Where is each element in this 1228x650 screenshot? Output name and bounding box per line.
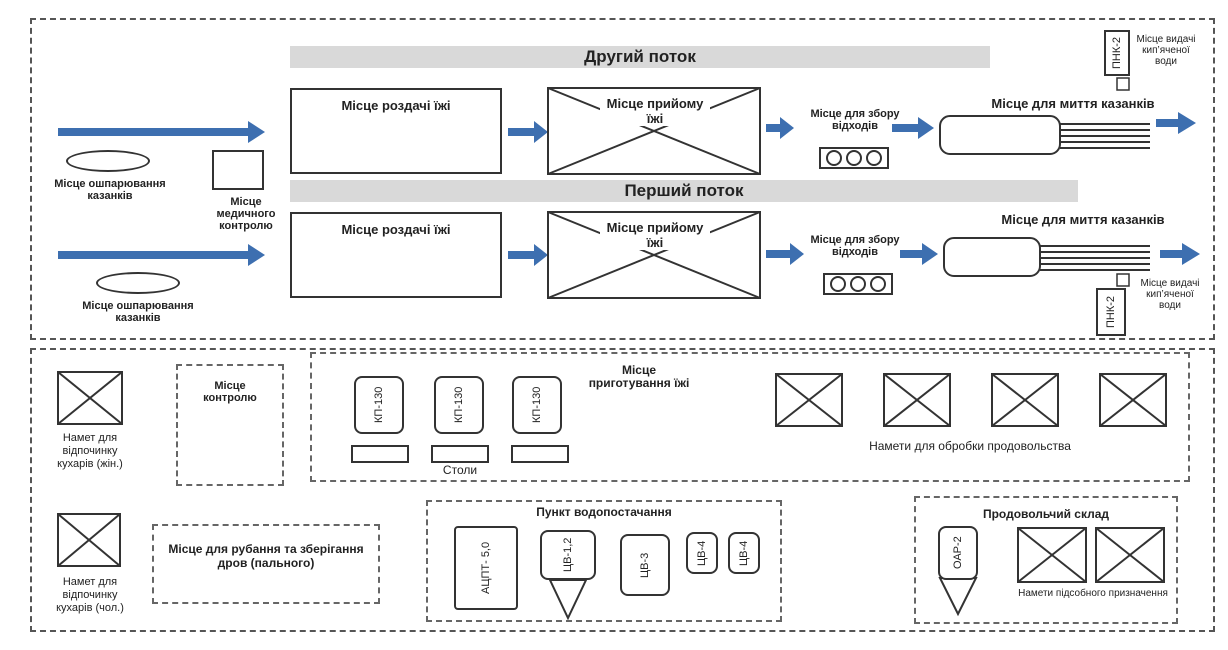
scald-ellipse-1 [66, 150, 150, 172]
cooking-label: Місце приготування їжі [588, 363, 690, 390]
tent-rest-men-label: Намет для відпочинку кухарів (чол.) [56, 576, 124, 614]
field-kitchen-2-label: КП-130 [453, 386, 465, 424]
field-kitchen-1-label: КП-130 [373, 386, 385, 424]
boiler-label-stream-2: ПНК-2 [1111, 36, 1123, 70]
field-kitchen-3-label: КП-130 [531, 386, 543, 424]
water-unit-4b-label: ЦВ-4 [738, 540, 750, 566]
water-unit-4b: ЦВ-4 [728, 532, 760, 574]
flow-arrows-stream-1 [58, 243, 1200, 266]
waste-label-stream-2: Місце для збору відходів [810, 108, 900, 132]
waste-container-stream-2 [819, 147, 889, 169]
lower-zone-frame [30, 348, 1215, 632]
firewood-zone: Місце для рубання та зберігання дров (па… [152, 524, 380, 604]
food-storage-zone: Продовольчий склад [914, 496, 1178, 624]
aux-tents-label: Намети підсобного призначення [1018, 588, 1168, 599]
receiving-box-stream-2 [547, 87, 761, 175]
control-zone: Місце контролю [176, 364, 284, 486]
field-kitchen-1: КП-130 [354, 376, 404, 434]
serving-label-stream-1: Місце роздачі їжі [341, 222, 451, 237]
tent-icons [57, 371, 1167, 583]
boiler-connector-stream-1 [1116, 273, 1130, 287]
water-unit-4a-label: ЦВ-4 [696, 540, 708, 566]
medical-label: Місце медичного контролю [216, 196, 276, 232]
serving-box-stream-2: Місце роздачі їжі [290, 88, 502, 174]
medical-box [212, 150, 264, 190]
waste-label-stream-1: Місце для збору відходів [810, 234, 900, 258]
washing-label-stream-1: Місце для миття казанків [1001, 212, 1165, 227]
waste-container-stream-1 [823, 273, 893, 295]
boiled-water-label-stream-2: Місце видачі кип’яченої води [1136, 34, 1196, 67]
field-kitchen-2: КП-130 [434, 376, 484, 434]
receiving-label-stream-1: Місце прийому їжі [600, 220, 710, 250]
food-tents-label: Намети для обробки продовольства [869, 439, 1071, 453]
serving-box-stream-1: Місце роздачі їжі [290, 212, 502, 298]
field-kitchen-3: КП-130 [512, 376, 562, 434]
storage-unit-label: ОАР-2 [952, 536, 964, 570]
boiled-water-label-stream-1: Місце видачі кип’яченої води [1140, 278, 1200, 311]
storage-unit: ОАР-2 [938, 526, 978, 580]
boiler-stream-1: ПНК-2 [1096, 288, 1126, 336]
tables-label: Столи [442, 463, 478, 477]
washing-unit-stream-2 [939, 115, 1150, 155]
water-unit-1-2-label: ЦВ-1,2 [562, 537, 574, 573]
receiving-box-stream-1 [547, 211, 761, 299]
tables [351, 445, 569, 463]
firewood-label: Місце для рубання та зберігання дров (па… [168, 542, 364, 570]
water-tank-truck-label: АЦПТ- 5,0 [480, 541, 492, 595]
boiler-stream-2: ПНК-2 [1104, 30, 1130, 76]
receiving-label-stream-2: Місце прийому їжі [600, 96, 710, 126]
stream-2-title: Другий поток [290, 46, 990, 68]
water-point-zone: Пункт водопостачання [426, 500, 782, 622]
water-unit-3: ЦВ-3 [620, 534, 670, 596]
food-storage-title: Продовольчий склад [982, 507, 1110, 521]
water-unit-1-2: ЦВ-1,2 [540, 530, 596, 580]
water-unit-4a: ЦВ-4 [686, 532, 718, 574]
water-point-title: Пункт водопостачання [536, 505, 672, 519]
stream-1-title: Перший поток [290, 180, 1078, 202]
washing-label-stream-2: Місце для миття казанків [991, 96, 1155, 111]
upper-zone-frame [30, 18, 1215, 340]
control-label: Місце контролю [203, 380, 257, 404]
boiler-label-stream-1: ПНК-2 [1105, 295, 1117, 329]
serving-label-stream-2: Місце роздачі їжі [341, 98, 451, 113]
cooking-zone [310, 352, 1190, 482]
water-unit-3-label: ЦВ-3 [639, 552, 651, 578]
scald-label-1: Місце ошпарювання казанків [54, 178, 166, 202]
tent-rest-women-label: Намет для відпочинку кухарів (жін.) [57, 432, 123, 470]
flow-arrows-stream-2 [58, 112, 1196, 143]
water-tank-truck: АЦПТ- 5,0 [454, 526, 518, 610]
scald-ellipse-2 [96, 272, 180, 294]
washing-unit-stream-1 [943, 237, 1150, 277]
boiler-connector-stream-2 [1116, 77, 1130, 91]
scald-label-2: Місце ошпарювання казанків [82, 300, 194, 324]
